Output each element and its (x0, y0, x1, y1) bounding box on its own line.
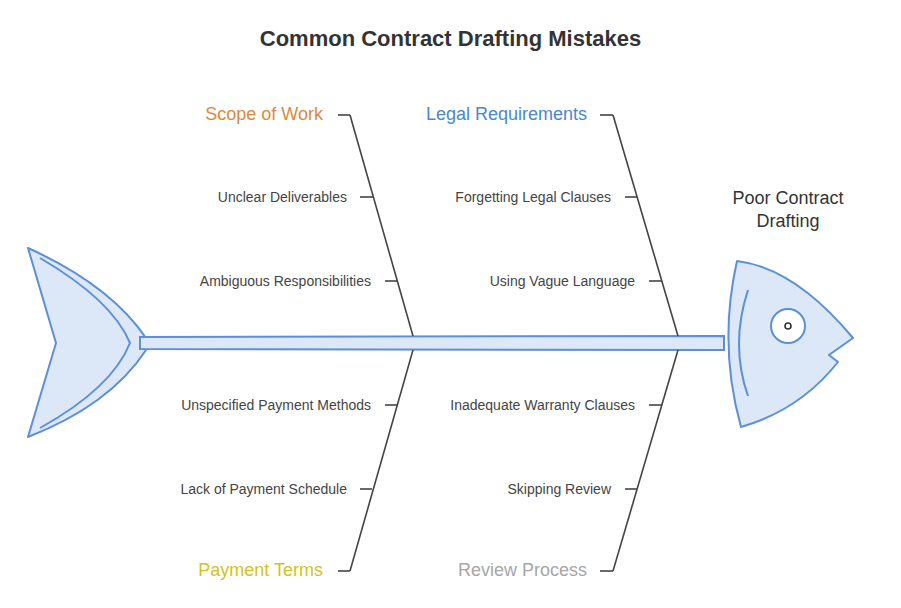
diagram-title: Common Contract Drafting Mistakes (0, 26, 901, 52)
cause-label: Lack of Payment Schedule (107, 481, 347, 498)
tick (338, 114, 350, 116)
cause-label: Ambiguous Responsibilities (131, 273, 371, 290)
fish-tail-line (40, 258, 130, 428)
tick (649, 404, 662, 406)
bone (350, 115, 413, 336)
cause-label: Unclear Deliverables (107, 189, 347, 206)
tick (385, 280, 397, 282)
cause-label: Using Vague Language (395, 273, 635, 290)
fish-spine (140, 336, 724, 350)
bone (350, 350, 413, 571)
cause-label: Skipping Review (371, 481, 611, 498)
cause-label: Forgetting Legal Clauses (371, 189, 611, 206)
category-label: Payment Terms (83, 560, 323, 582)
tick (600, 114, 613, 116)
cause-label: Inadequate Warranty Clauses (395, 397, 635, 414)
tick (625, 488, 637, 490)
eye (771, 309, 805, 343)
fish-tail (28, 248, 146, 437)
bones (338, 115, 678, 571)
bone (613, 115, 678, 336)
tick (338, 570, 350, 572)
cause-label: Unspecified Payment Methods (131, 397, 371, 414)
category-label: Review Process (347, 560, 587, 582)
fish-head: Poor Contract Drafting (718, 185, 860, 435)
pupil (785, 323, 791, 329)
tick (385, 404, 397, 406)
gill-line (739, 290, 748, 396)
tick (649, 280, 662, 282)
category-label: Scope of Work (83, 104, 323, 126)
tick (360, 488, 372, 490)
tick (600, 570, 613, 572)
bone (613, 350, 678, 571)
head-outline (728, 261, 853, 427)
category-label: Legal Requirements (347, 104, 587, 126)
effect-label: Poor Contract Drafting (718, 187, 858, 233)
tick (625, 196, 637, 198)
tick (360, 196, 373, 198)
